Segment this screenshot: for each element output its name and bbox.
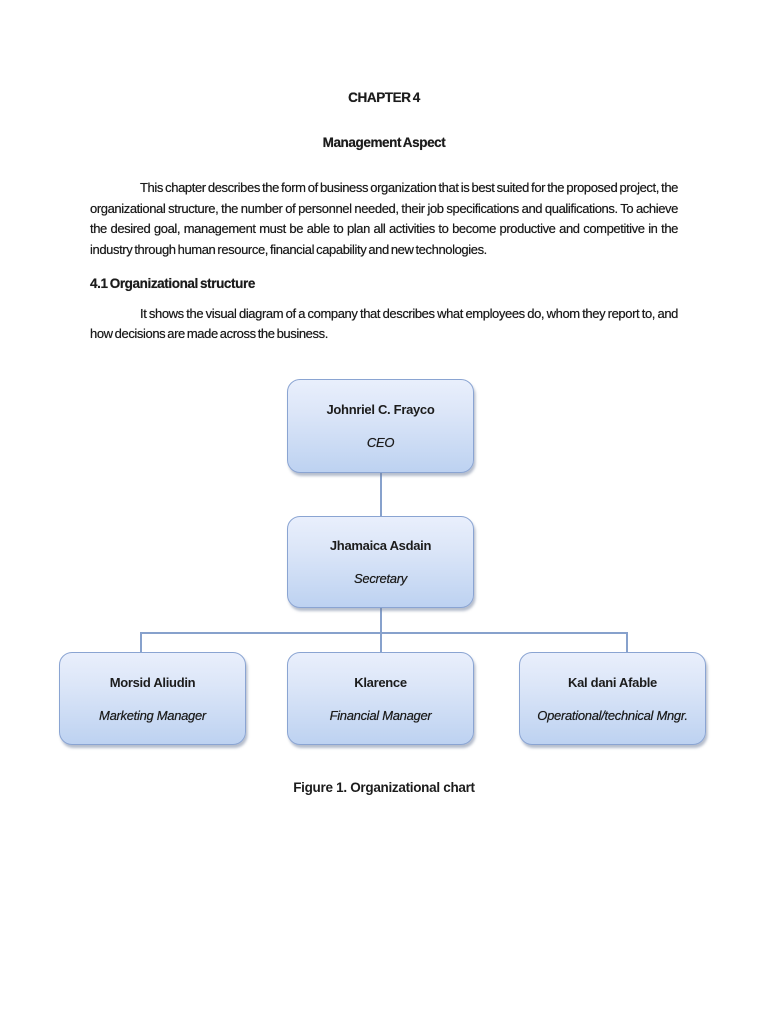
org-node-name: Jhamaica Asdain [329,538,432,553]
intro-paragraph: This chapter describes the form of busin… [90,180,678,257]
org-node-marketing-manager: Morsid Aliudin Marketing Manager [59,652,246,745]
org-node-title: Financial Manager [329,707,432,723]
connector-stub-financial [380,632,382,653]
org-node-financial-manager: Klarence Financial Manager [287,652,474,745]
connector-stub-marketing [140,632,142,653]
org-node-name: Johnriel C. Frayco [326,402,435,417]
chapter-heading: CHAPTER 4 [348,90,420,105]
connector-secretary-drop [380,608,382,633]
section-title: Management Aspect [322,134,446,150]
connector-stub-operational [626,632,628,653]
org-node-name: Klarence [354,674,407,690]
org-node-title: Operational/technical Mngr. [537,707,688,723]
org-node-secretary: Jhamaica Asdain Secretary [287,516,474,608]
figure-caption: Figure 1. Organizational chart [293,780,475,795]
subsection-paragraph: It shows the visual diagram of a company… [90,305,678,342]
org-node-title: CEO [366,435,395,450]
org-node-name: Kal dani Afable [568,674,657,690]
subsection-heading: 4.1 Organizational structure [90,276,255,291]
connector-ceo-secretary [380,473,382,516]
org-node-ceo: Johnriel C. Frayco CEO [287,379,474,473]
org-node-title: Secretary [354,571,407,586]
document-body: CHAPTER 4 Management Aspect This chapter… [90,0,678,345]
org-node-name: Morsid Aliudin [109,674,196,690]
connector-horizontal [140,632,628,634]
org-node-title: Marketing Manager [99,707,206,723]
org-node-operational-manager: Kal dani Afable Operational/technical Mn… [519,652,706,745]
